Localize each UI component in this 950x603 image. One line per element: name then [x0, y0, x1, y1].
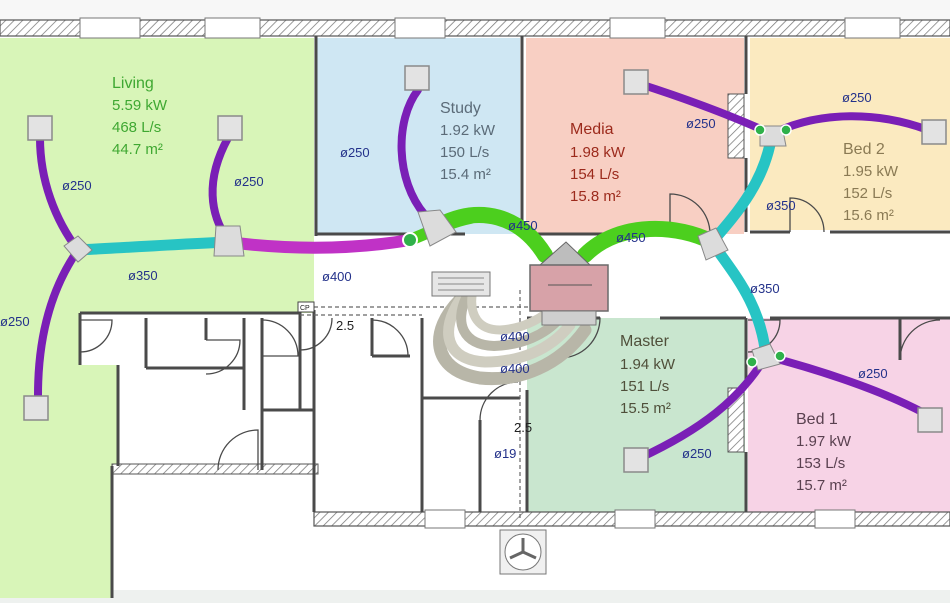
duct-junctions — [63, 124, 792, 371]
return-ducts — [433, 291, 592, 386]
return-air-path — [300, 290, 530, 520]
duct-label: ø400 — [500, 329, 530, 344]
room-area-bed2: 15.6 m² — [843, 207, 894, 224]
cp-marker: CP — [297, 301, 315, 313]
room-name-study: Study — [440, 100, 481, 117]
room-flow-living: 468 L/s — [112, 119, 161, 136]
room-flow-bed1: 153 L/s — [796, 455, 845, 472]
outlet-icon — [623, 69, 649, 95]
duct-label: ø250 — [858, 366, 888, 381]
room-area-media: 15.8 m² — [570, 188, 621, 205]
duct-label: ø450 — [508, 218, 538, 233]
duct-label: ø250 — [0, 314, 30, 329]
duct-label: ø350 — [128, 268, 158, 283]
room-name-bed1: Bed 1 — [796, 411, 838, 428]
duct-label: ø350 — [750, 281, 780, 296]
dimension-label: 2.5 — [514, 420, 532, 435]
room-kw-master: 1.94 kW — [620, 356, 676, 373]
room-name-bed2: Bed 2 — [843, 141, 885, 158]
outlet-icon — [921, 119, 947, 145]
windows — [79, 17, 901, 529]
outlet-icon — [217, 115, 243, 141]
living-room-fill — [0, 38, 314, 313]
duct-label: ø250 — [686, 116, 716, 131]
room-labels: Living 5.59 kW 468 L/s 44.7 m² Study 1.9… — [112, 75, 899, 494]
cp-label: CP — [300, 305, 310, 312]
duct-label: ø250 — [234, 174, 264, 189]
outlet-icon — [27, 115, 53, 141]
return-air-grille — [431, 271, 491, 297]
duct-label: ø400 — [500, 361, 530, 376]
living-room-lower-fill — [0, 313, 118, 466]
room-area-study: 15.4 m² — [440, 166, 491, 183]
room-area-living: 44.7 m² — [112, 141, 163, 158]
duct-label: ø400 — [322, 269, 352, 284]
duct-label: ø250 — [62, 178, 92, 193]
outlet-icon — [623, 447, 649, 473]
room-kw-media: 1.98 kW — [570, 144, 626, 161]
room-name-media: Media — [570, 121, 614, 138]
room-kw-living: 5.59 kW — [112, 97, 168, 114]
duct-label: ø350 — [766, 198, 796, 213]
outlet-icon — [917, 407, 943, 433]
room-flow-bed2: 152 L/s — [843, 185, 892, 202]
outdoor-fan-icon — [499, 529, 547, 575]
room-kw-bed1: 1.97 kW — [796, 433, 852, 450]
room-flow-study: 150 L/s — [440, 144, 489, 161]
living-room-step-fill — [0, 466, 112, 598]
dimension-label: 2.5 — [336, 318, 354, 333]
duct-label: ø450 — [616, 230, 646, 245]
room-kw-study: 1.92 kW — [440, 122, 496, 139]
room-name-living: Living — [112, 75, 154, 92]
room-area-master: 15.5 m² — [620, 400, 671, 417]
room-flow-media: 154 L/s — [570, 166, 619, 183]
duct-size-labels: ø250 ø250 ø250 ø350 ø400 ø250 ø450 ø450 … — [0, 90, 888, 461]
room-flow-master: 151 L/s — [620, 378, 669, 395]
duct-label: ø250 — [842, 90, 872, 105]
duct-label: ø250 — [340, 145, 370, 160]
outlet-icon — [404, 65, 430, 91]
media-room-fill — [526, 38, 744, 234]
ducted-unit — [529, 241, 609, 326]
outlet-icon — [23, 395, 49, 421]
room-name-master: Master — [620, 333, 670, 350]
supply-outlets — [23, 65, 947, 473]
duct-label: ø250 — [682, 446, 712, 461]
room-area-bed1: 15.7 m² — [796, 477, 847, 494]
duct-label: ø19 — [494, 446, 516, 461]
room-kw-bed2: 1.95 kW — [843, 163, 899, 180]
